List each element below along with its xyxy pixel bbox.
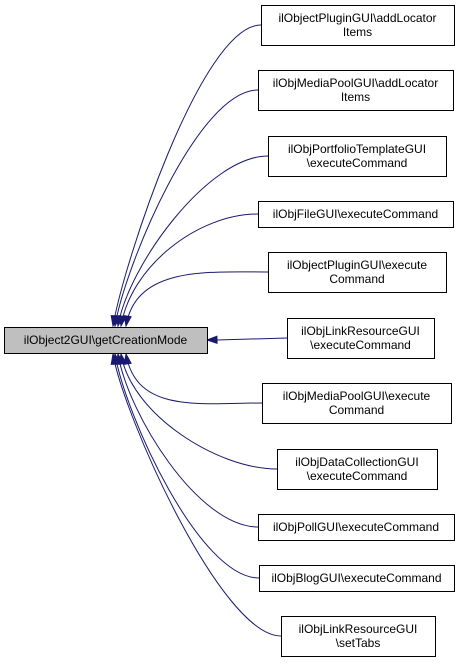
edge-arrowhead: [205, 335, 218, 344]
caller-node-label: \executeCommand: [310, 338, 411, 352]
edge-line: [117, 353, 259, 528]
caller-node-box: [277, 449, 438, 490]
caller-node-label: ilObjPortfolioTemplateGUI: [288, 142, 426, 156]
caller-node-label: ilObjectPluginGUI\addLocator: [278, 11, 436, 25]
call-edge: [123, 271, 269, 328]
call-edge: [112, 352, 260, 579]
nodes: ilObject2GUI\getCreationMode ilObjectPlug…: [4, 5, 455, 657]
edges: [110, 24, 288, 637]
caller-node[interactable]: ilObjDataCollectionGUI\executeCommand: [277, 449, 438, 490]
caller-node-label: \executeCommand: [307, 156, 408, 170]
edge-line: [125, 271, 269, 327]
caller-node-label: Command: [329, 272, 384, 286]
caller-node[interactable]: ilObjPortfolioTemplateGUI\executeCommand: [268, 136, 447, 177]
caller-node-label: Items: [343, 25, 372, 39]
caller-node-label: ilObjFileGUI\executeCommand: [273, 207, 438, 221]
caller-node-label: ilObjLinkResourceGUI: [301, 324, 420, 338]
caller-node-label: ilObjDataCollectionGUI: [295, 455, 418, 469]
edge-line: [112, 24, 262, 327]
root-node[interactable]: ilObject2GUI\getCreationMode: [4, 327, 208, 354]
edge-line: [114, 353, 260, 579]
edge-line: [114, 89, 259, 327]
call-edge: [115, 352, 259, 528]
edge-arrowhead: [123, 352, 132, 366]
edge-line: [117, 155, 269, 327]
edge-arrowhead: [110, 352, 119, 366]
caller-node-label: ilObjBlogGUI\executeCommand: [271, 571, 441, 585]
edge-line: [125, 353, 263, 405]
call-edge: [118, 213, 259, 328]
root-node-label: ilObject2GUI\getCreationMode: [24, 333, 188, 347]
edge-line: [216, 337, 288, 341]
caller-node-box: [281, 616, 436, 657]
caller-node-label: ilObjLinkResourceGUI: [299, 622, 418, 636]
caller-node[interactable]: ilObjectPluginGUI\executeCommand: [268, 252, 447, 293]
caller-node-box: [262, 383, 452, 424]
caller-node[interactable]: ilObjFileGUI\executeCommand: [258, 201, 454, 228]
call-edge: [205, 335, 288, 344]
caller-node-label: ilObjMediaPoolGUI\execute: [283, 389, 431, 403]
caller-node[interactable]: ilObjBlogGUI\executeCommand: [259, 565, 455, 592]
caller-node-label: \setTabs: [336, 636, 381, 650]
caller-node-box: [261, 5, 455, 46]
edge-arrowhead: [123, 314, 132, 328]
call-edge: [115, 155, 269, 328]
root-node-box: [4, 327, 208, 354]
caller-node-box: [268, 136, 447, 177]
caller-node-box: [258, 514, 455, 541]
caller-node-label: Items: [341, 90, 370, 104]
caller-node[interactable]: ilObjPollGUI\executeCommand: [258, 514, 455, 541]
caller-node-label: ilObjPollGUI\executeCommand: [273, 520, 439, 534]
caller-node-label: ilObjMediaPoolGUI\addLocator: [273, 76, 438, 90]
caller-node-box: [258, 70, 454, 111]
call-edge: [112, 89, 259, 328]
call-edge: [118, 352, 278, 470]
caller-node-box: [268, 252, 447, 293]
caller-node-label: Command: [329, 403, 384, 417]
caller-node[interactable]: ilObjMediaPoolGUI\executeCommand: [262, 383, 452, 424]
call-edge: [110, 352, 282, 637]
call-edge: [123, 352, 263, 405]
edge-line: [120, 213, 259, 327]
edge-line: [112, 353, 282, 637]
caller-node-box: [287, 318, 435, 359]
caller-node[interactable]: ilObjLinkResourceGUI\executeCommand: [287, 318, 435, 359]
caller-node-label: \executeCommand: [307, 469, 408, 483]
edge-line: [120, 353, 278, 470]
caller-node-label: ilObjectPluginGUI\execute: [287, 258, 427, 272]
caller-node-box: [259, 565, 455, 592]
caller-node-box: [258, 201, 454, 228]
caller-node[interactable]: ilObjLinkResourceGUI\setTabs: [281, 616, 436, 657]
